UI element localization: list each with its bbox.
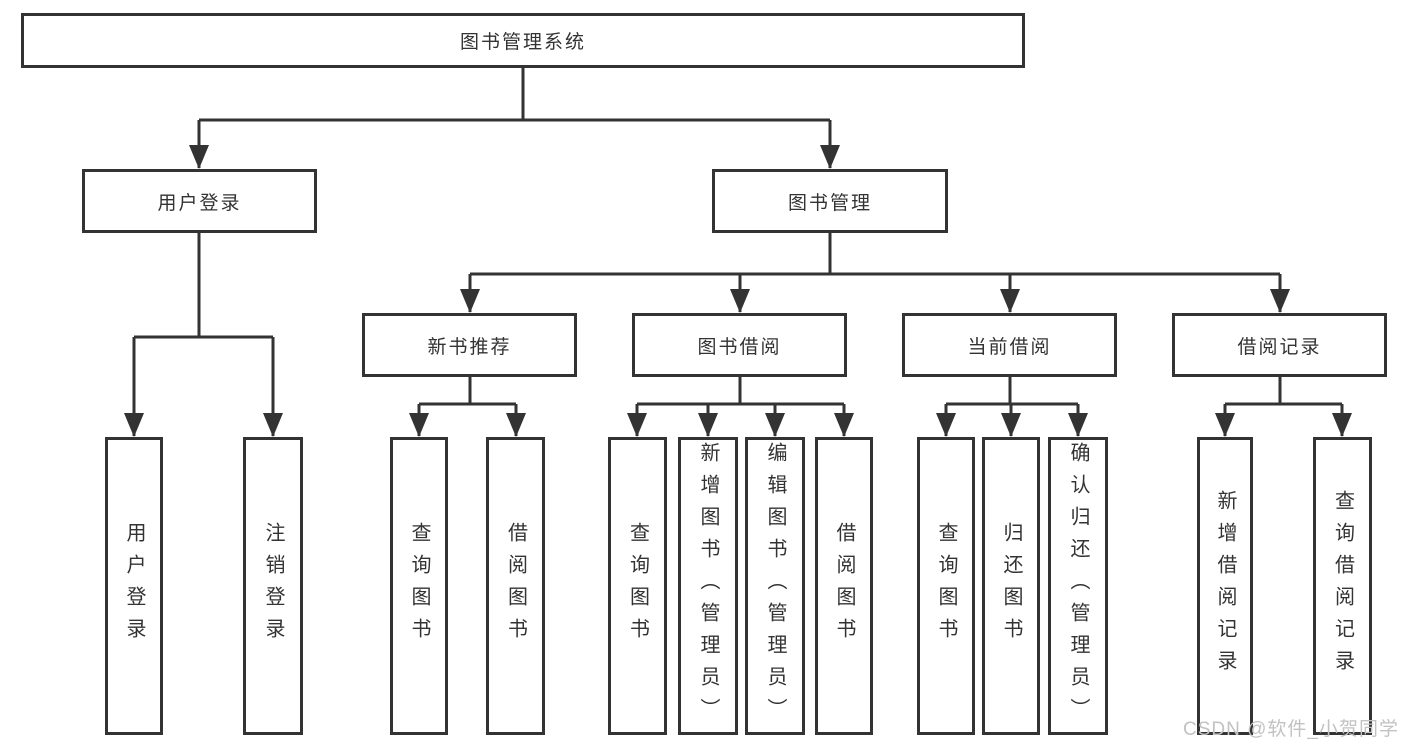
leaf-return-books: 归还图书 <box>982 437 1040 735</box>
leaf-label: 查询图书 <box>935 522 957 650</box>
node-label: 图书管理 <box>787 192 872 214</box>
leaf-edit-books-admin: 编辑图书（管理员） <box>745 437 805 735</box>
leaf-query-books-borrowing: 查询图书 <box>608 437 667 735</box>
leaf-user-login: 用户登录 <box>105 437 163 735</box>
node-current-borrowing: 当前借阅 <box>902 313 1117 377</box>
leaf-borrow-books-borrowing: 借阅图书 <box>815 437 873 735</box>
leaf-label: 新增借阅记录 <box>1214 490 1236 682</box>
node-book-management: 图书管理 <box>712 169 948 233</box>
node-label: 图书管理系统 <box>459 32 586 53</box>
leaf-label: 查询图书 <box>408 522 430 650</box>
node-label: 当前借阅 <box>967 336 1052 358</box>
node-label: 图书借阅 <box>697 336 782 358</box>
leaf-label: 借阅图书 <box>504 522 527 650</box>
node-user-login: 用户登录 <box>82 169 317 233</box>
node-borrowing-records: 借阅记录 <box>1172 313 1387 377</box>
leaf-label: 归还图书 <box>1000 522 1022 650</box>
leaf-borrow-books-recommend: 借阅图书 <box>486 437 545 735</box>
leaf-label: 用户登录 <box>123 522 145 650</box>
leaf-label: 确认归还（管理员） <box>1067 442 1089 730</box>
node-book-borrowing: 图书借阅 <box>632 313 847 377</box>
node-label: 新书推荐 <box>427 336 512 358</box>
node-label: 借阅记录 <box>1237 336 1322 358</box>
leaf-label: 查询借阅记录 <box>1331 490 1354 682</box>
leaf-label: 编辑图书（管理员） <box>764 442 786 730</box>
leaf-add-borrow-record: 新增借阅记录 <box>1197 437 1253 735</box>
leaf-query-borrow-record: 查询借阅记录 <box>1313 437 1372 735</box>
leaf-confirm-return-admin: 确认归还（管理员） <box>1048 437 1108 735</box>
leaf-label: 新增图书（管理员） <box>697 442 719 730</box>
leaf-logout: 注销登录 <box>243 437 303 735</box>
watermark: CSDN @软件_小贺同学 <box>1183 719 1399 740</box>
leaf-query-books-recommend: 查询图书 <box>390 437 448 735</box>
node-label: 用户登录 <box>157 192 242 214</box>
leaf-label: 注销登录 <box>262 522 284 650</box>
node-root-book-management-system: 图书管理系统 <box>21 13 1025 68</box>
node-new-book-recommend: 新书推荐 <box>362 313 577 377</box>
leaf-add-books-admin: 新增图书（管理员） <box>678 437 738 735</box>
leaf-label: 查询图书 <box>626 522 649 650</box>
leaf-query-books-current: 查询图书 <box>917 437 975 735</box>
leaf-label: 借阅图书 <box>833 522 855 650</box>
